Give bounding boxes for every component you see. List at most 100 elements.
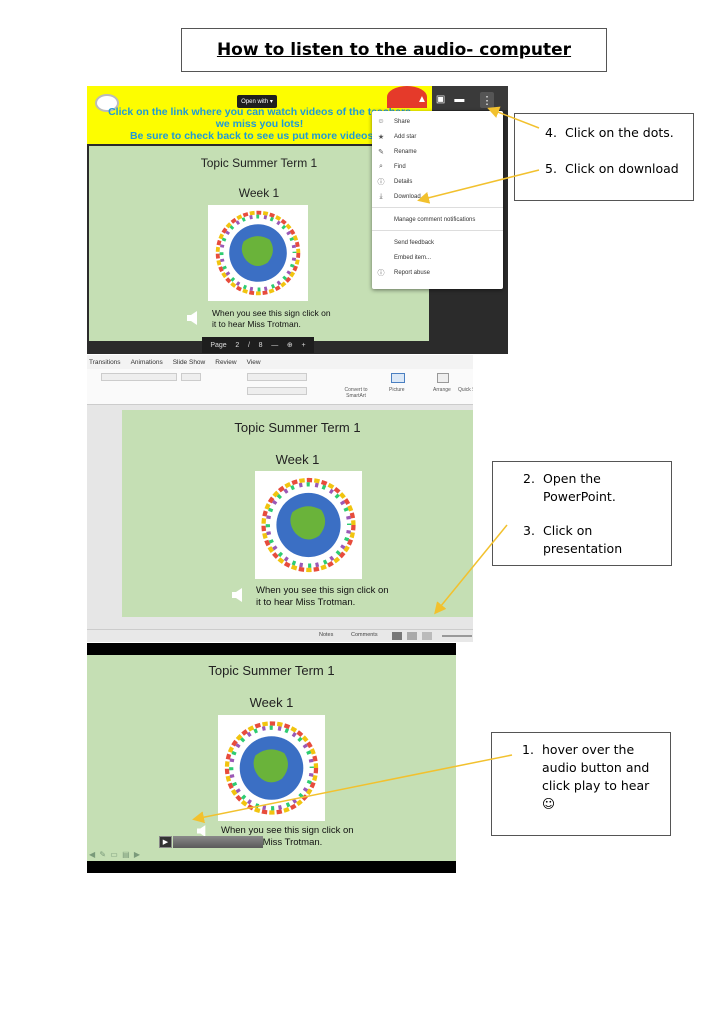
picture-button[interactable]: Picture (389, 387, 405, 393)
menu-label: Send feedback (394, 239, 435, 246)
menu-item-details[interactable]: ⓘ Details (372, 174, 503, 189)
slide-caption: When you see this sign click on it to he… (256, 585, 389, 610)
slide-sorter-icon[interactable] (407, 632, 417, 640)
step-5: 5.Click on download (545, 160, 693, 178)
slideshow-slide: Topic Summer Term 1 Week 1 When you see … (87, 655, 456, 861)
zoom-in-button[interactable]: + (301, 341, 306, 349)
powerpoint-screenshot: Transitions Animations Slide Show Review… (87, 355, 473, 642)
tab-slide-show[interactable]: Slide Show (172, 358, 206, 366)
download-icon: ⤓ (379, 192, 383, 200)
caption-line-1: When you see this sign click on (221, 825, 354, 836)
font-size-select[interactable] (181, 373, 201, 381)
audio-progress-track[interactable] (173, 836, 263, 848)
menu-label: Download (394, 193, 421, 200)
menu-item-rename[interactable]: ✎Rename (372, 144, 503, 159)
status-bar: Notes Comments (87, 629, 473, 642)
menu-divider (372, 230, 503, 231)
caption-line-2: it to hear Miss Trotman. (256, 597, 356, 609)
menu-item-send-feedback[interactable]: Send feedback (372, 235, 503, 250)
normal-view-icon[interactable] (392, 632, 402, 640)
banner-fine-print (147, 88, 148, 93)
heart-decoration (387, 86, 427, 108)
add-person-icon: ☺ (377, 118, 385, 125)
pencil-icon: ✎ (378, 148, 384, 156)
tab-review[interactable]: Review (215, 358, 237, 366)
page-separator: / (247, 341, 250, 349)
font-name-select[interactable] (101, 373, 177, 381)
note-steps-2-3: 2.Open the PowerPoint. 3.Click on presen… (492, 461, 672, 566)
slide-caption: When you see this sign click on hear Mis… (221, 825, 354, 850)
comment-icon[interactable]: ▣ (435, 94, 446, 105)
speaker-icon[interactable] (197, 825, 207, 837)
step-number: 1. (522, 742, 534, 757)
quick-styles-button[interactable]: Quick Styles (458, 387, 473, 393)
comments-button[interactable]: Comments (351, 632, 378, 638)
zoom-slider[interactable] (442, 635, 472, 637)
arrange-icon[interactable] (437, 373, 449, 383)
more-options-button[interactable]: ⋮ (480, 92, 494, 108)
menu-item-find[interactable]: ⌕ Find (372, 159, 503, 174)
step-text: Open the PowerPoint. (543, 471, 616, 504)
globe-image (208, 205, 308, 301)
page-total: 8 (258, 341, 263, 349)
speaker-icon[interactable] (232, 588, 244, 602)
picture-icon[interactable] (391, 373, 405, 383)
menu-item-share[interactable]: ☺ Share (372, 114, 503, 129)
step-number: 3. (523, 523, 535, 538)
menu-item-download[interactable]: ⤓ Download (372, 189, 503, 204)
step-number: 5. (545, 161, 557, 176)
viewer-toolbar: ▲ ▣ ▬ (417, 94, 464, 105)
menu-item-manage-comment-notifications[interactable]: Manage comment notifications (372, 212, 503, 227)
slide-subtitle: Week 1 (238, 186, 280, 200)
slide-editor[interactable]: Topic Summer Term 1 Week 1 When you see … (122, 410, 473, 617)
globe-image (255, 471, 362, 579)
tab-animations[interactable]: Animations (130, 358, 163, 366)
find-icon: ⌕ (379, 162, 383, 170)
caption-line-1: When you see this sign click on (212, 308, 331, 318)
paragraph-controls[interactable] (247, 373, 307, 381)
page-current[interactable]: 2 (235, 341, 240, 349)
title-box: How to listen to the audio- computer (181, 28, 607, 72)
open-with-button[interactable]: Open with ▾ (237, 95, 277, 108)
speaker-icon (187, 311, 197, 325)
open-with-label: Open with (241, 98, 269, 105)
menu-label: Manage comment notifications (394, 216, 476, 223)
alignment-controls[interactable] (247, 387, 307, 395)
step-4: 4.Click on the dots. (545, 124, 693, 142)
print-icon[interactable]: ▬ (454, 94, 465, 105)
menu-label: Find (394, 163, 406, 170)
zoom-out-button[interactable]: — (271, 341, 279, 349)
play-button[interactable]: ▶ (159, 836, 172, 848)
slide-subtitle: Week 1 (249, 695, 294, 710)
ribbon-toolbar: Convert to SmartArt Picture Arrange Quic… (87, 369, 473, 405)
slideshow-nav-controls[interactable]: ◀ ✎ ▭ ▤ ▶ (89, 850, 142, 859)
convert-smartart-button[interactable]: Convert to SmartArt (344, 387, 368, 399)
menu-label: Embed item... (394, 254, 432, 261)
tab-view[interactable]: View (246, 358, 261, 366)
menu-item-add-star[interactable]: ★Add star (372, 129, 503, 144)
note-step-1: 1.hover over the audio button and click … (491, 732, 671, 836)
menu-label: Share (394, 118, 411, 125)
zoom-icon[interactable]: ⊕ (286, 342, 293, 349)
drive-viewer-screenshot: Open with ▾ Click on the link where you … (87, 86, 508, 354)
menu-divider (372, 207, 503, 208)
info-icon: ⓘ (377, 178, 385, 186)
notes-button[interactable]: Notes (319, 632, 334, 638)
menu-label: Add star (394, 133, 417, 140)
page-nav-bar: Page 2 / 8 — ⊕ + (202, 337, 314, 353)
banner-line-1[interactable]: Click on the link where you can watch vi… (108, 106, 411, 118)
drive-icon[interactable]: ▲ (417, 94, 427, 105)
menu-item-embed-item[interactable]: Embed item... (372, 250, 503, 265)
audio-player: ▶ (159, 836, 263, 848)
arrange-button[interactable]: Arrange (433, 387, 451, 393)
caption-line-1: When you see this sign click on (256, 585, 389, 596)
menu-label: Details (394, 178, 413, 185)
step-3: 3.Click on presentation (523, 522, 671, 558)
tab-transitions[interactable]: Transitions (89, 358, 121, 366)
page-title: How to listen to the audio- computer (216, 40, 572, 60)
presentation-view-icon[interactable] (422, 632, 432, 640)
step-text: Click on the dots. (565, 125, 674, 140)
slide-caption: When you see this sign click on it to he… (212, 308, 331, 330)
